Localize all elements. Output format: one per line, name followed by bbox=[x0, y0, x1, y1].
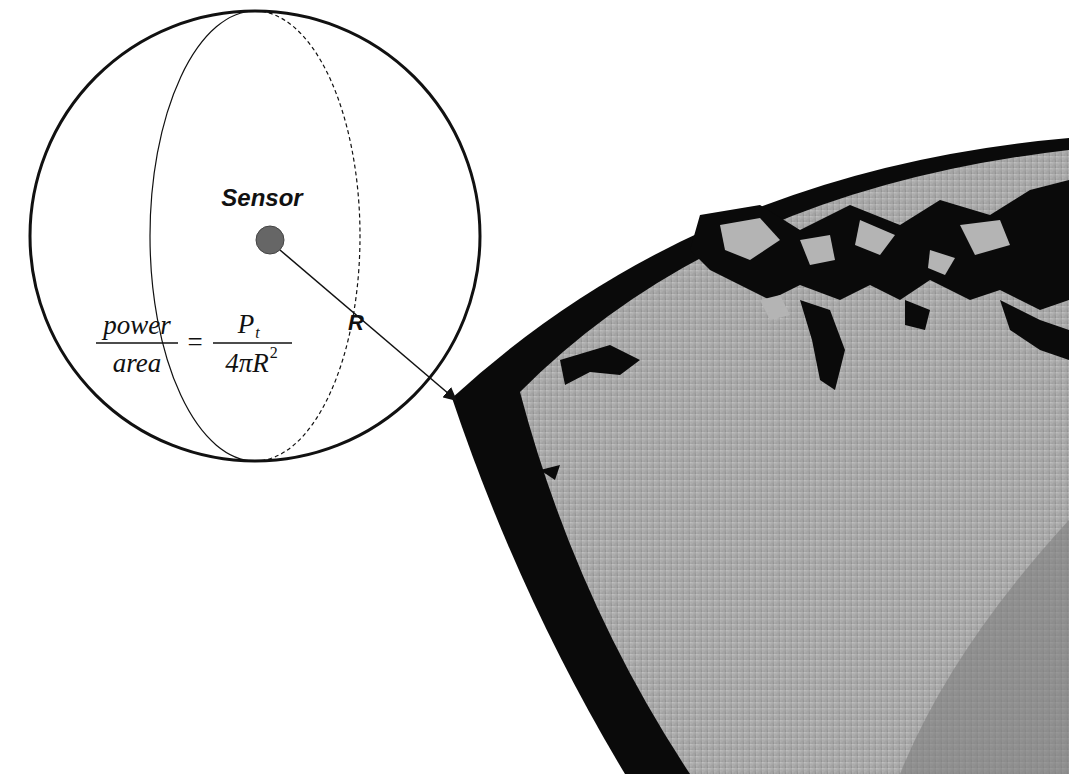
equals-sign: = bbox=[187, 329, 202, 356]
sphere-meridian-front bbox=[150, 11, 255, 461]
earth-seas bbox=[540, 180, 1069, 480]
power-symbol: P bbox=[238, 311, 255, 338]
spreading-sphere bbox=[30, 11, 480, 461]
formula-denominator: area bbox=[113, 350, 162, 377]
power-subscript: t bbox=[255, 325, 259, 341]
sensor-label: Sensor bbox=[221, 186, 302, 210]
sensor-dot bbox=[256, 226, 284, 254]
fraction-bar bbox=[96, 342, 178, 344]
radius-arrow bbox=[280, 250, 456, 400]
exponent: 2 bbox=[270, 345, 278, 361]
earth-shading bbox=[900, 520, 1069, 774]
formula-numerator: power bbox=[103, 312, 171, 339]
fraction-bar bbox=[213, 342, 292, 344]
sphere-meridian-back bbox=[255, 11, 360, 461]
earth-land bbox=[520, 150, 1069, 774]
radius-label: R bbox=[348, 312, 364, 334]
earth-limb bbox=[452, 138, 1069, 774]
formula-denominator: 4πR bbox=[225, 350, 269, 377]
earth-islands bbox=[720, 218, 1010, 320]
